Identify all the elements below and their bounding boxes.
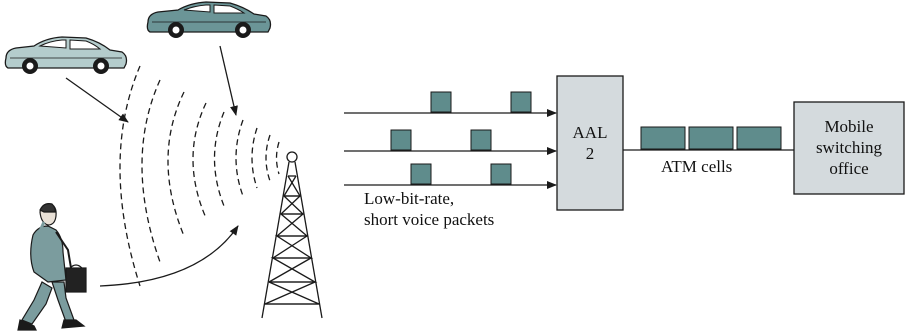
car-right-icon (146, 1, 272, 38)
car-right-signal-arrow (219, 45, 238, 116)
aal-label-line1: AAL (572, 123, 608, 142)
aal-label: AAL 2 (557, 122, 623, 164)
antenna-tower-icon (261, 151, 323, 319)
voice-packets-line1: Low-bit-rate, (364, 189, 455, 208)
atm-cells-label: ATM cells (661, 157, 733, 176)
mobile-switching-office-label: Mobile switching office (794, 116, 904, 179)
voice-packet (410, 163, 432, 185)
atm-cell (736, 126, 782, 150)
person-signal-arrow (99, 225, 239, 287)
person-icon (17, 203, 87, 331)
atm-cell (688, 126, 734, 150)
mobile-switching-office-box (793, 101, 905, 195)
voice-packet (390, 129, 412, 151)
voice-packet (470, 129, 492, 151)
aal2-box (556, 75, 624, 211)
mobile-label-line2: switching (815, 138, 883, 157)
voice-packets-line2: short voice packets (364, 210, 495, 229)
atm-cell (640, 126, 686, 150)
radio-waves-icon (119, 65, 280, 287)
mobile-label-line3: office (829, 159, 869, 178)
voice-packets-label: Low-bit-rate, short voice packets (364, 188, 494, 230)
car-left-icon (4, 36, 128, 74)
aal-label-line2: 2 (585, 144, 595, 163)
voice-packet (430, 91, 452, 113)
voice-packet (510, 91, 532, 113)
mobile-label-line1: Mobile (824, 117, 874, 136)
voice-packet (490, 163, 512, 185)
car-left-signal-arrow (65, 77, 129, 123)
